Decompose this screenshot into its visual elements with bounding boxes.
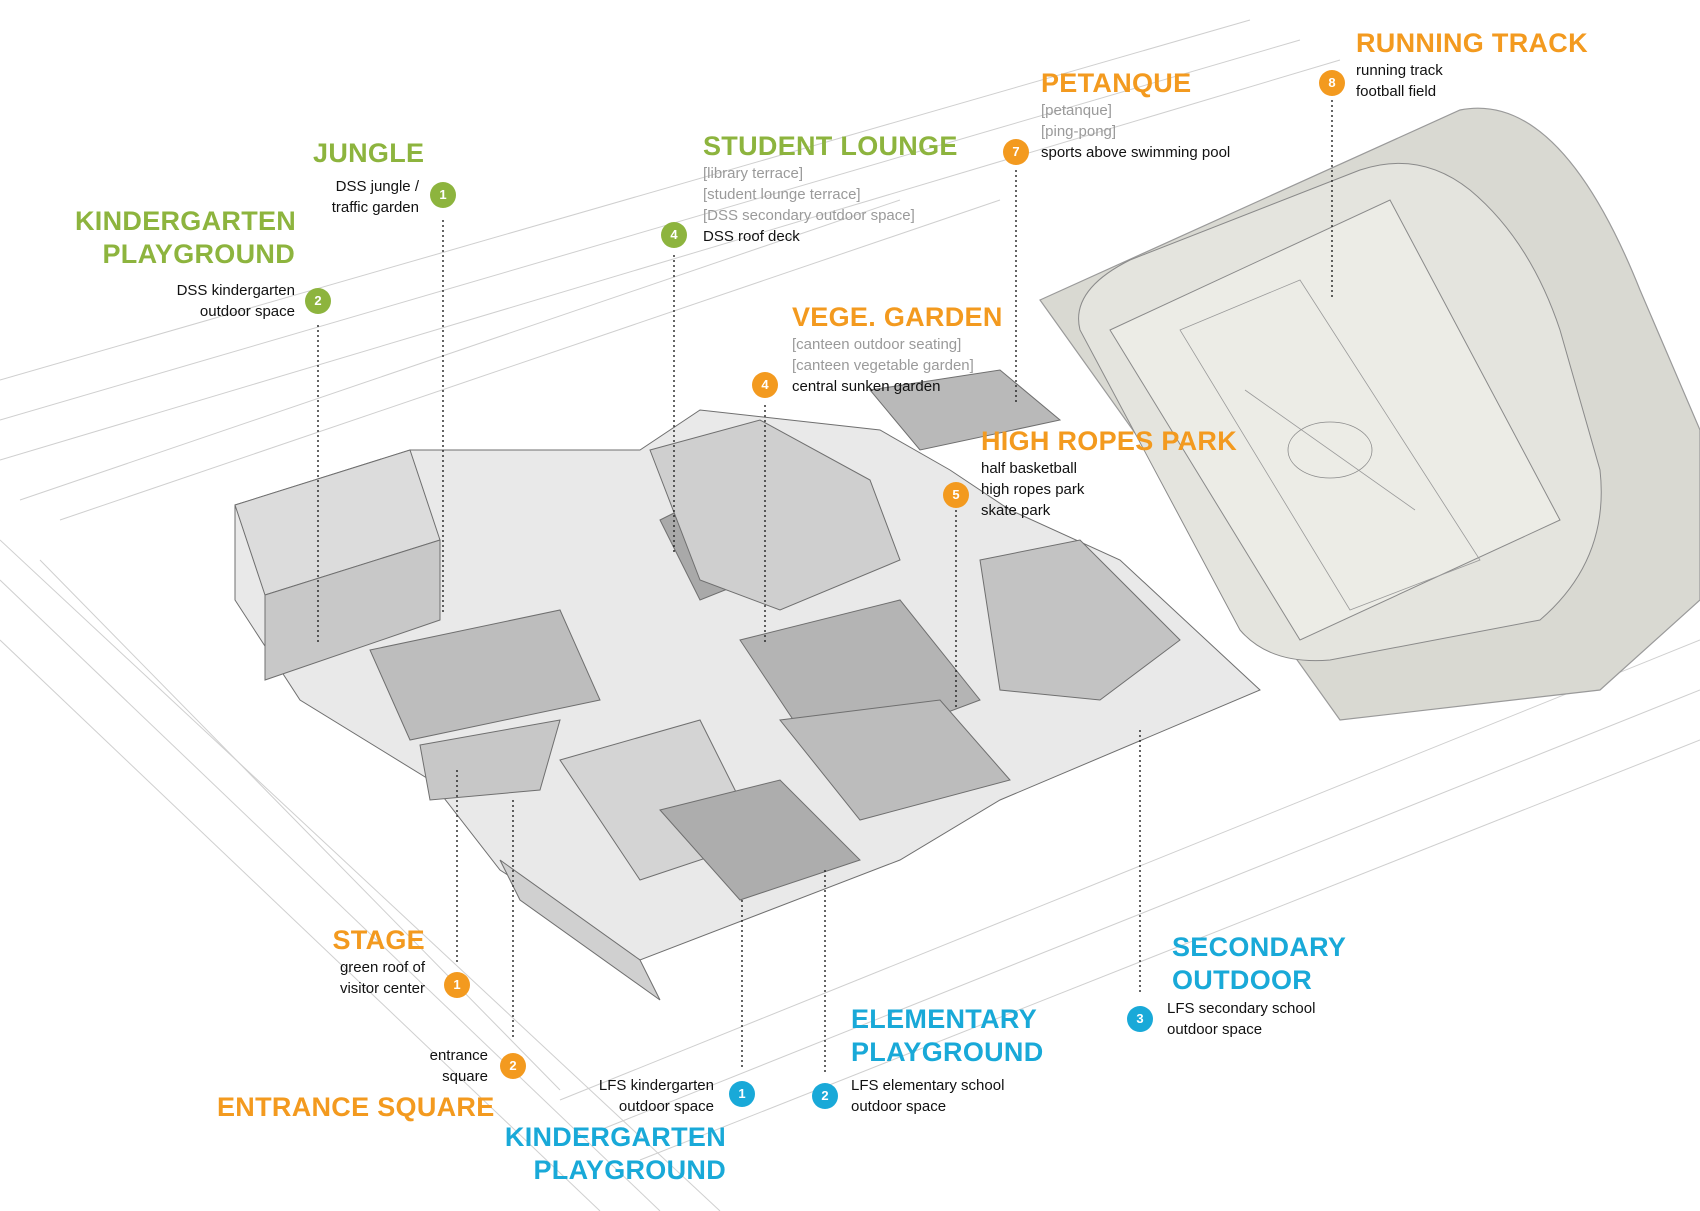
- entrance-description: entrance square: [429, 1047, 488, 1085]
- petanque-title: PETANQUE: [1041, 68, 1192, 98]
- elementary-annotation: ELEMENTARY PLAYGROUND LFS elementary sch…: [851, 1004, 1044, 1115]
- kindergarten-bottom-title-2: PLAYGROUND: [533, 1155, 726, 1185]
- secondary-annotation: SECONDARY OUTDOOR: [1172, 931, 1346, 997]
- vege-garden-title: VEGE. GARDEN: [792, 302, 1003, 332]
- vege-garden-annotation: VEGE. GARDEN [canteen outdoor seating] […: [792, 302, 1003, 395]
- student-lounge-annotation: STUDENT LOUNGE [library terrace] [studen…: [703, 131, 958, 245]
- elementary-title-1: ELEMENTARY: [851, 1004, 1038, 1034]
- kindergarten-top-description: DSS kindergarten outdoor space: [176, 282, 295, 320]
- kindergarten-top-title-2: PLAYGROUND: [102, 239, 295, 269]
- stage-badge: 1: [444, 972, 470, 998]
- kindergarten-bottom-title-1: KINDERGARTEN: [504, 1122, 726, 1152]
- kindergarten-bottom-annotation: KINDERGARTEN PLAYGROUND: [470, 1121, 726, 1187]
- secondary-description: LFS secondary school outdoor space: [1167, 1000, 1316, 1038]
- high-ropes-annotation: HIGH ROPES PARK half basketball high rop…: [981, 426, 1238, 519]
- secondary-title-2: OUTDOOR: [1172, 965, 1313, 995]
- entrance-title: ENTRANCE SQUARE: [217, 1092, 495, 1122]
- stage-annotation: STAGE green roof of visitor center: [332, 925, 425, 997]
- petanque-annotation: PETANQUE [petanque] [ping-pong] sports a…: [1041, 68, 1231, 161]
- kindergarten-bottom-description: LFS kindergarten outdoor space: [598, 1077, 714, 1115]
- kindergarten-top-title-1: KINDERGARTEN: [75, 206, 297, 236]
- entrance-badge: 2: [500, 1053, 526, 1079]
- jungle-badge: 1: [430, 182, 456, 208]
- secondary-badge: 3: [1127, 1006, 1153, 1032]
- kindergarten-bottom-badge: 1: [729, 1081, 755, 1107]
- kindergarten-top-badge: 2: [305, 288, 331, 314]
- jungle-description: DSS jungle / traffic garden: [331, 178, 419, 216]
- high-ropes-badge: 5: [943, 482, 969, 508]
- kindergarten-top-annotation: KINDERGARTEN PLAYGROUND: [75, 205, 297, 271]
- high-ropes-title: HIGH ROPES PARK: [981, 426, 1238, 456]
- vege-garden-badge: 4: [752, 372, 778, 398]
- elementary-title-2: PLAYGROUND: [851, 1037, 1044, 1067]
- jungle-annotation: JUNGLE: [313, 137, 424, 170]
- secondary-title-1: SECONDARY: [1172, 932, 1347, 962]
- sports-field: [1039, 107, 1700, 721]
- elementary-badge: 2: [812, 1083, 838, 1109]
- stage-title: STAGE: [332, 925, 425, 955]
- running-track-annotation: RUNNING TRACK running track football fie…: [1356, 28, 1588, 100]
- student-lounge-title: STUDENT LOUNGE: [703, 131, 958, 161]
- jungle-title: JUNGLE: [313, 138, 425, 168]
- running-track-title: RUNNING TRACK: [1356, 28, 1588, 58]
- running-track-badge: 8: [1319, 70, 1345, 96]
- petanque-badge: 7: [1003, 139, 1029, 165]
- student-lounge-badge: 4: [661, 222, 687, 248]
